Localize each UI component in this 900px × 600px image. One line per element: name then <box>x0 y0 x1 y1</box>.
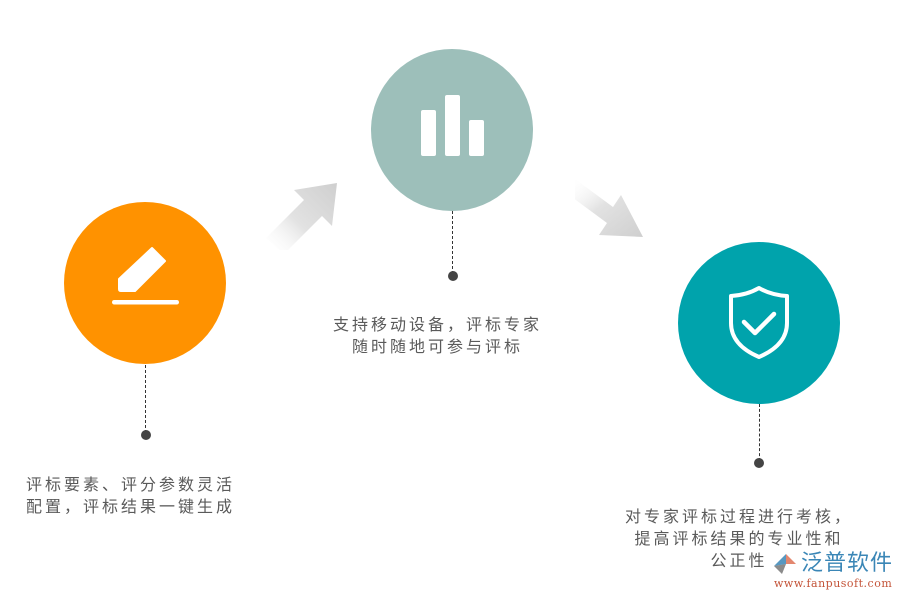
step-3-caption: 对专家评标过程进行考核， 提高评标结果的专业性和 公正性 <box>625 506 853 572</box>
caption-line: 评标要素、评分参数灵活 <box>26 475 236 494</box>
step-3-circle <box>678 242 840 404</box>
step-1-connector <box>145 365 146 433</box>
arrow-down-right-icon <box>575 179 643 237</box>
watermark-url: www.fanpusoft.com <box>774 577 893 590</box>
caption-line: 随时随地可参与评标 <box>352 337 524 356</box>
caption-line: 支持移动设备，评标专家 <box>333 315 543 334</box>
step-1-dot <box>141 430 151 440</box>
step-1-circle <box>64 202 226 364</box>
watermark-logo: 泛普软件 <box>772 552 893 576</box>
caption-line: 配置，评标结果一键生成 <box>26 497 236 516</box>
step-2-dot <box>448 271 458 281</box>
caption-line: 对专家评标过程进行考核， <box>625 507 854 526</box>
caption-line: 公正性 <box>710 551 768 570</box>
shield-check-icon <box>729 286 789 359</box>
step-2-circle <box>371 49 533 211</box>
arrow-up-right-icon <box>266 183 337 250</box>
step-3-dot <box>754 458 764 468</box>
fanpu-logo-icon <box>774 554 796 574</box>
step-2-caption: 支持移动设备，评标专家 随时随地可参与评标 <box>333 314 542 358</box>
caption-line: 提高评标结果的专业性和 <box>634 529 844 548</box>
step-1-caption: 评标要素、评分参数灵活 配置，评标结果一键生成 <box>26 474 235 518</box>
bar-chart-icon <box>421 95 484 156</box>
step-2-connector <box>452 211 453 274</box>
watermark-brand: 泛普软件 <box>801 551 894 576</box>
step-3-connector <box>759 404 760 461</box>
pencil-edit-icon <box>112 247 179 305</box>
